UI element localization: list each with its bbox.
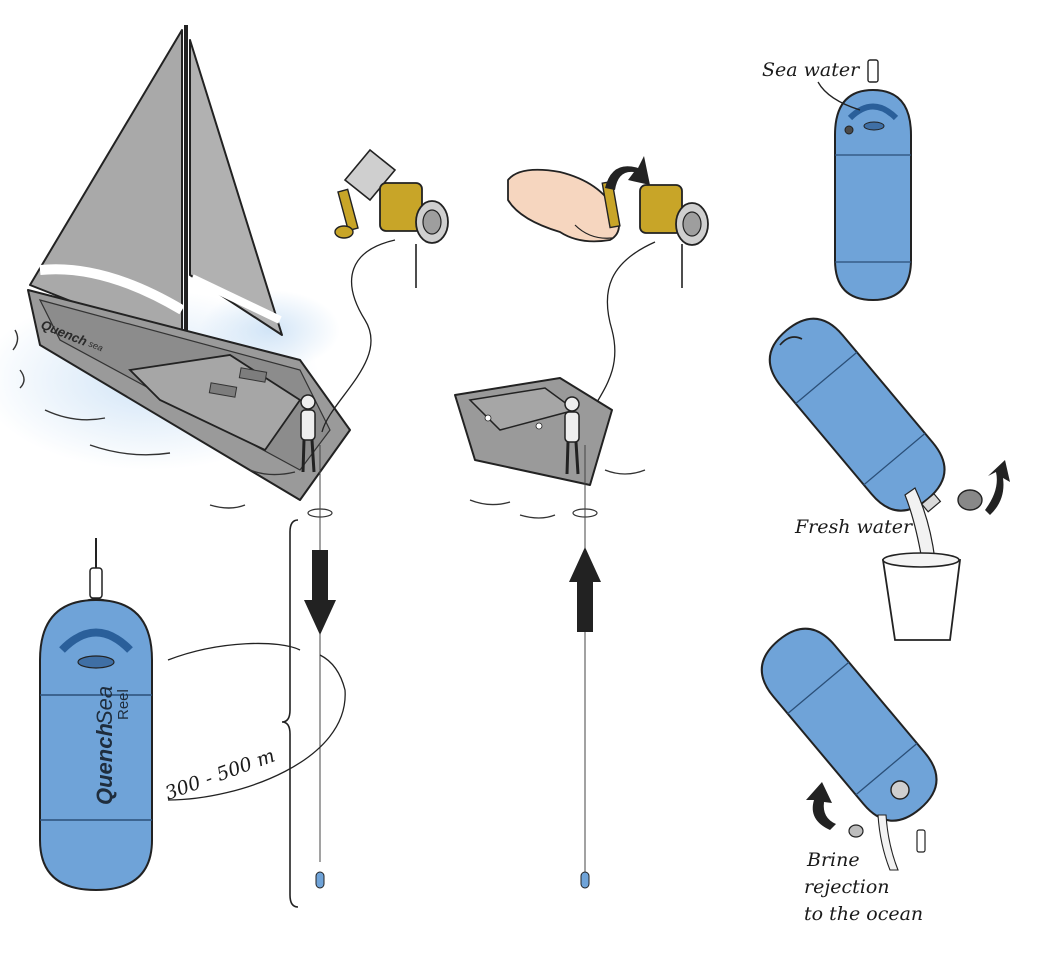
waves bbox=[12, 329, 296, 509]
rotate-arrow bbox=[605, 156, 650, 190]
ascent-line bbox=[569, 445, 601, 889]
jib-sail bbox=[189, 39, 283, 336]
capsule-fresh-water bbox=[768, 317, 1010, 641]
person-middle bbox=[564, 396, 580, 475]
brine-stream bbox=[877, 814, 899, 871]
cup bbox=[881, 559, 962, 641]
capsule-brand-bold: Quench bbox=[92, 723, 117, 805]
descent-line bbox=[281, 445, 336, 908]
fresh-water-label: Fresh water bbox=[794, 516, 914, 538]
capsule-mini-left bbox=[315, 871, 325, 889]
brine-cap bbox=[848, 824, 864, 838]
up-arrow bbox=[569, 547, 601, 632]
down-arrow bbox=[304, 550, 336, 635]
capsule-large: Quench Sea Reel bbox=[39, 538, 153, 892]
boat-stern bbox=[454, 377, 646, 519]
hand-cranking bbox=[507, 168, 620, 243]
capsule-brand-light: Sea bbox=[92, 686, 117, 725]
depth-bracket bbox=[281, 519, 299, 908]
person-left bbox=[300, 394, 316, 473]
cap bbox=[957, 489, 983, 511]
reel-line-left bbox=[321, 239, 396, 433]
connector-curves bbox=[167, 642, 346, 801]
sailboat: Quench sea bbox=[0, 25, 351, 509]
capsule-mini-right bbox=[580, 871, 590, 889]
brine-label-2: rejection bbox=[804, 876, 890, 898]
brine-label-1: Brine bbox=[806, 849, 860, 871]
brine-arrow bbox=[806, 782, 836, 830]
cap-arrow bbox=[985, 460, 1010, 515]
sea-water-pointer bbox=[817, 81, 861, 111]
capsule-brand-sub: Reel bbox=[115, 689, 132, 720]
brine-label-3: to the ocean bbox=[804, 903, 923, 925]
capsule-brine bbox=[760, 627, 938, 871]
depth-label: 300 - 500 m bbox=[162, 745, 278, 805]
reel-right bbox=[601, 156, 709, 288]
capsule-sea-water bbox=[817, 59, 912, 302]
reel-left bbox=[334, 148, 449, 288]
sea-water-label: Sea water bbox=[762, 59, 861, 81]
